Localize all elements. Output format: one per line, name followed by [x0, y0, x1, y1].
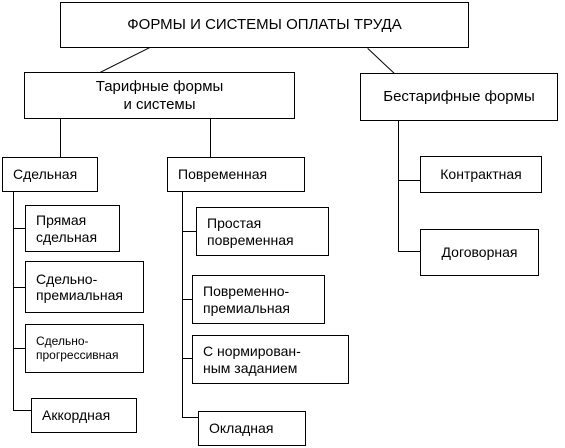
timebased-item-1: Простая повременная — [196, 207, 329, 256]
connector-piecework-3 — [13, 348, 25, 349]
connector-nontariff-1 — [398, 180, 420, 181]
timebased-item-4: Окладная — [198, 411, 306, 446]
tariff-box: Тарифные формы и системы — [24, 72, 295, 119]
connector-timebased-trunk — [182, 192, 183, 417]
timebased-item-2: Повременно- премиальная — [192, 275, 325, 324]
nontariff-item-1: Контрактная — [420, 156, 542, 193]
timebased-item-3: С нормирован- ным заданием — [192, 335, 349, 384]
nontariff-box: Бестарифные формы — [360, 73, 558, 121]
connector-piecework-4 — [13, 410, 31, 411]
connector-piecework-2 — [13, 287, 25, 288]
piecework-item-2: Сдельно- премиальная — [25, 261, 144, 313]
connector-timebased-2 — [182, 299, 192, 300]
piecework-item-4: Аккордная — [31, 398, 137, 433]
connector-piecework-trunk — [13, 192, 14, 410]
piecework-box: Сдельная — [2, 157, 98, 192]
connector-piecework-1 — [13, 228, 25, 229]
connector-timebased-1 — [182, 231, 196, 232]
nontariff-item-2: Договорная — [420, 229, 539, 276]
connector-nontariff-trunk — [398, 121, 399, 251]
connector-tariff-timebased — [210, 119, 211, 157]
piecework-item-1: Прямая сдельная — [25, 205, 120, 252]
connector-timebased-3 — [182, 358, 192, 359]
root-box: ФОРМЫ И СИСТЕМЫ ОПЛАТЫ ТРУДА — [60, 2, 469, 48]
timebased-box: Повременная — [167, 157, 305, 192]
connector-tariff-down — [60, 119, 61, 157]
connector-timebased-4 — [182, 417, 198, 418]
connector-nontariff-2 — [398, 251, 420, 252]
piecework-item-3: Сдельно- прогрессивная — [25, 324, 144, 373]
